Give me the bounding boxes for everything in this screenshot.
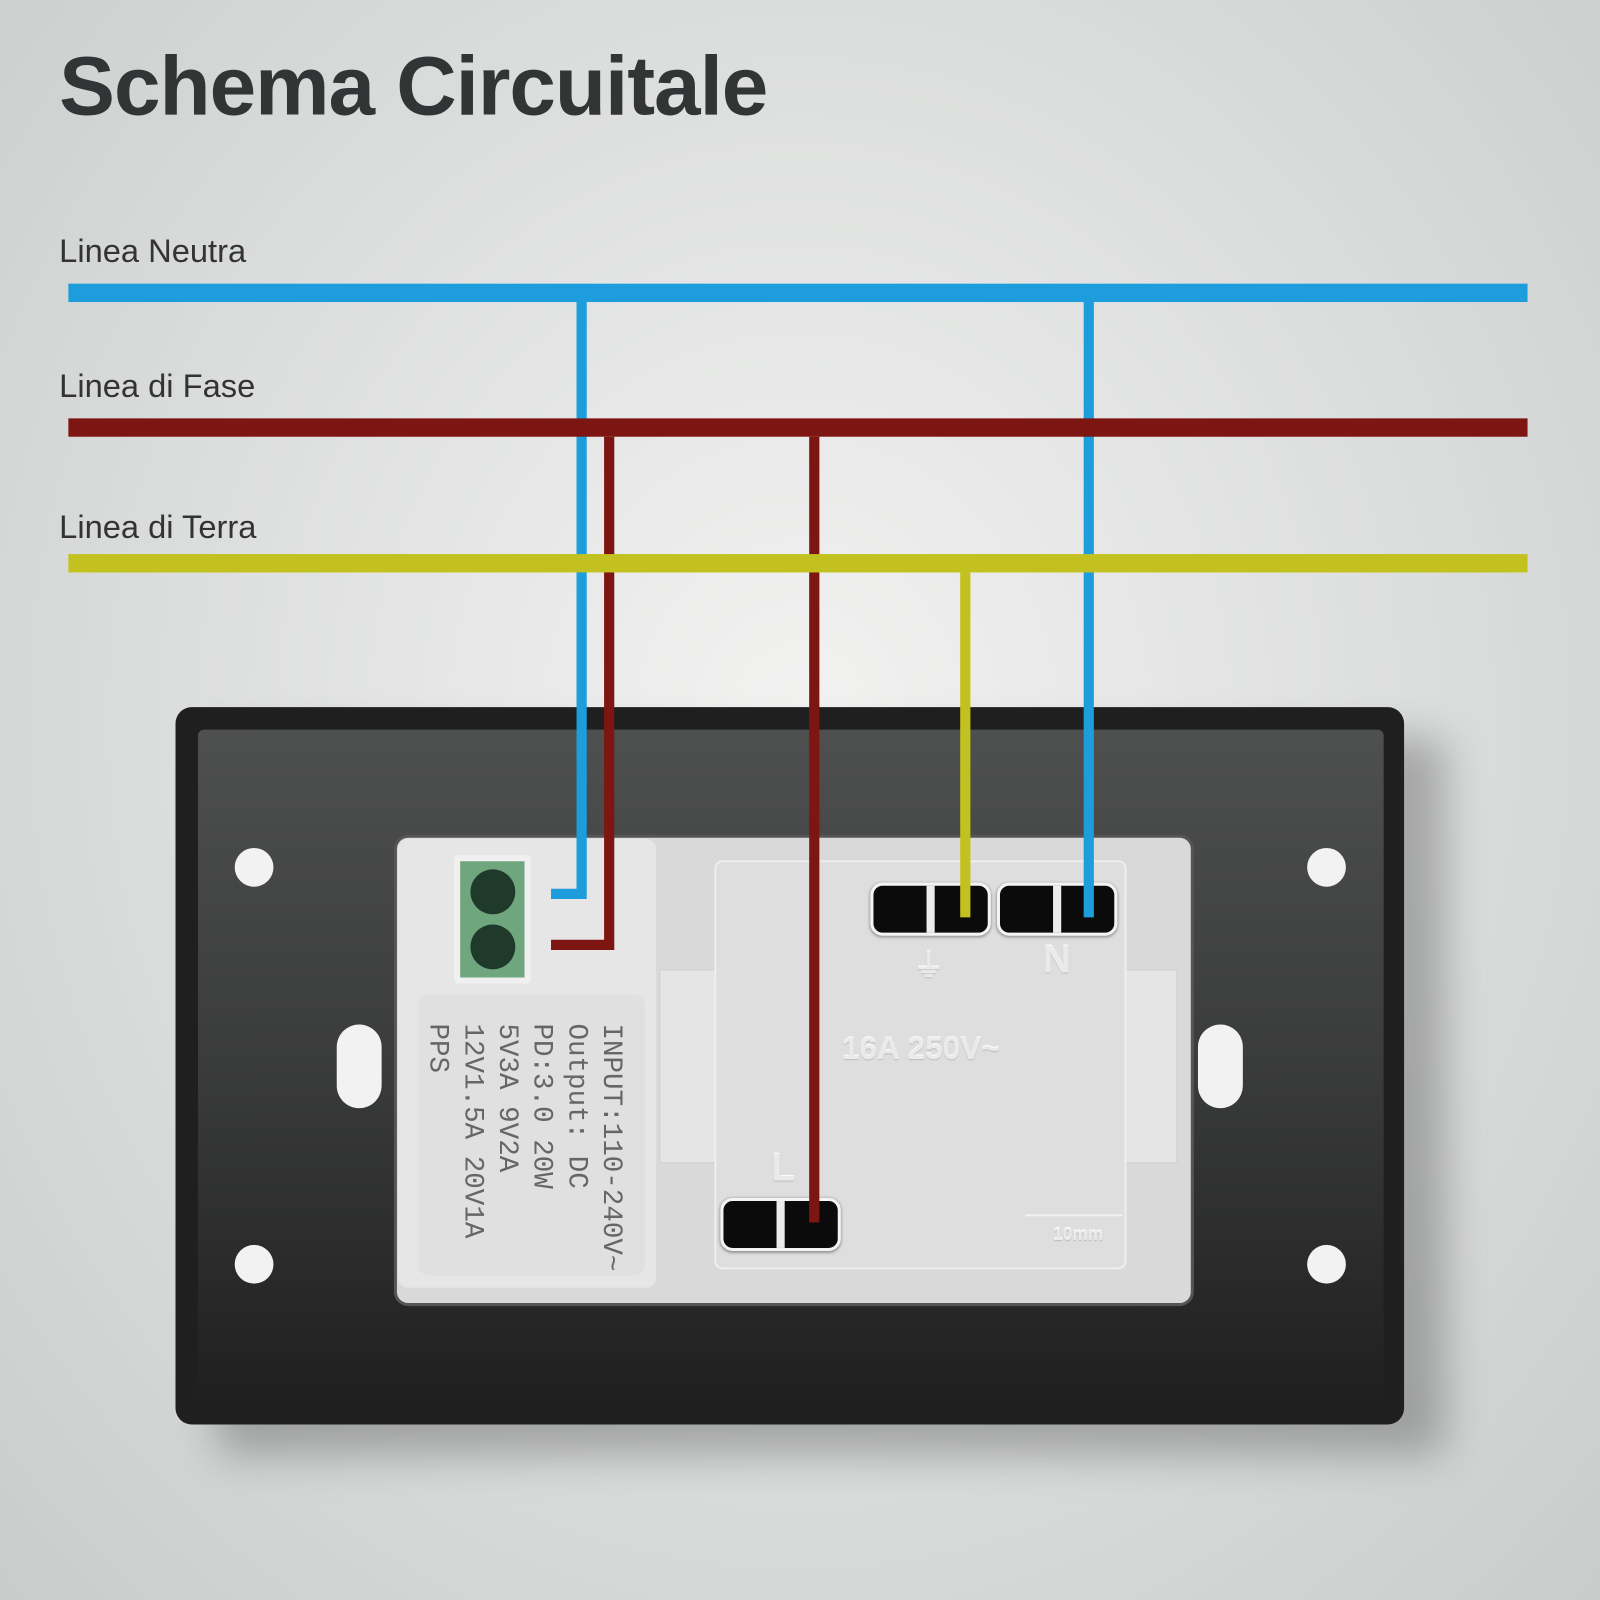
phase-drop-usb [551, 436, 615, 950]
earth-terminal-slot [870, 882, 991, 936]
socket-rating: 16A 250V~ [841, 1030, 1000, 1067]
side-tab [1122, 969, 1178, 1164]
terminal-label-l: L [771, 1146, 796, 1190]
usb-input-terminal [454, 855, 531, 984]
phase-line [68, 418, 1528, 437]
strip-length-label: 10mm [1053, 1224, 1104, 1244]
strip-gauge-line [1025, 1214, 1123, 1217]
page-title: Schema Circuitale [59, 39, 768, 133]
earth-symbol-icon: ⏚ [913, 949, 944, 984]
screw-hole [234, 1244, 274, 1284]
earth-line [68, 554, 1528, 573]
screw-hole [1307, 1244, 1346, 1284]
neutral-line [68, 283, 1528, 303]
neutral-terminal-slot [996, 882, 1118, 936]
phase-terminal-slot [720, 1197, 841, 1252]
label-earth-line: Linea di Terra [59, 508, 257, 545]
mounting-slot [1197, 1024, 1243, 1109]
screw-icon [470, 924, 516, 970]
label-phase-line: Linea di Fase [59, 367, 256, 405]
label-neutral-line: Linea Neutra [59, 232, 247, 270]
screw-hole [1307, 847, 1346, 887]
mounting-slot [336, 1024, 382, 1109]
screw-icon [470, 869, 516, 915]
screw-hole [234, 847, 274, 887]
neutral-drop-usb [551, 302, 587, 899]
terminal-label-n: N [1042, 938, 1071, 982]
